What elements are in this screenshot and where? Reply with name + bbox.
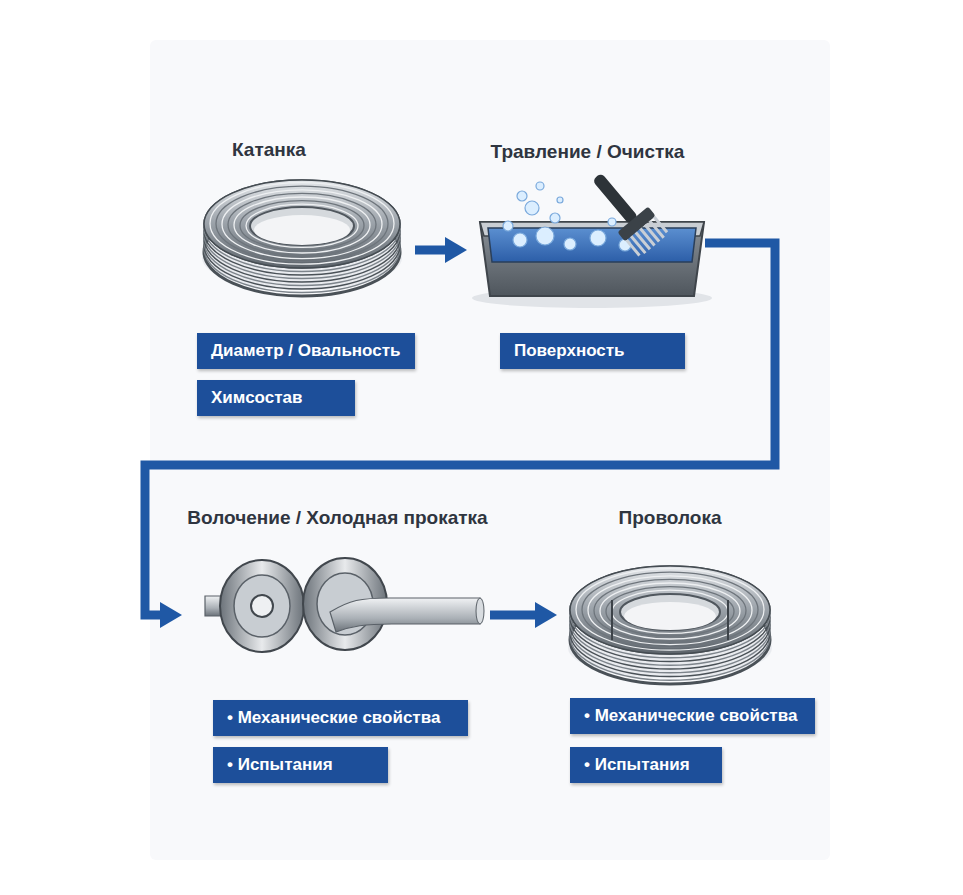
pickling-bath <box>472 164 712 308</box>
process-stage: Катанка <box>200 138 415 304</box>
property-tag: • Механические свойства <box>570 698 815 734</box>
property-tag: Поверхность <box>500 333 685 369</box>
stage-title: Катанка <box>200 138 415 162</box>
tag-text: • Испытания <box>227 755 333 774</box>
tag-text: Поверхность <box>514 341 625 360</box>
arrow-line <box>490 611 539 620</box>
tag-text: Диаметр / Овальность <box>211 341 401 360</box>
arrow-head <box>535 602 557 628</box>
tag-text: Химсостав <box>211 388 302 407</box>
arrow-head <box>445 237 467 263</box>
tag-text: • Механические свойства <box>227 708 440 727</box>
property-tag: • Механические свойства <box>213 700 468 736</box>
arrow-head <box>160 602 182 628</box>
flow-arrow <box>415 237 467 263</box>
process-stage: Проволока <box>560 506 780 690</box>
wire-rod-coil <box>202 180 402 296</box>
background-panel <box>150 40 830 860</box>
flow-arrow <box>145 243 775 628</box>
stage-title: Проволока <box>560 506 780 530</box>
tag-text: • Механические свойства <box>584 706 797 725</box>
drawing-rollers <box>205 558 484 652</box>
stage-title: Травление / Очистка <box>470 140 705 164</box>
stage-title: Волочение / Холодная прокатка <box>185 506 490 530</box>
property-tag: Диаметр / Овальность <box>197 333 415 369</box>
property-tag: Химсостав <box>197 380 355 416</box>
process-stage: Волочение / Холодная прокатка <box>185 506 490 690</box>
arrow-line <box>145 243 775 615</box>
process-stage: Травление / Очистка <box>470 140 705 304</box>
wire-coil <box>568 566 772 684</box>
property-tag: • Испытания <box>570 747 722 783</box>
tag-text: • Испытания <box>584 755 690 774</box>
property-tag: • Испытания <box>213 747 388 783</box>
arrow-line <box>415 246 449 255</box>
flow-arrow <box>490 602 557 628</box>
